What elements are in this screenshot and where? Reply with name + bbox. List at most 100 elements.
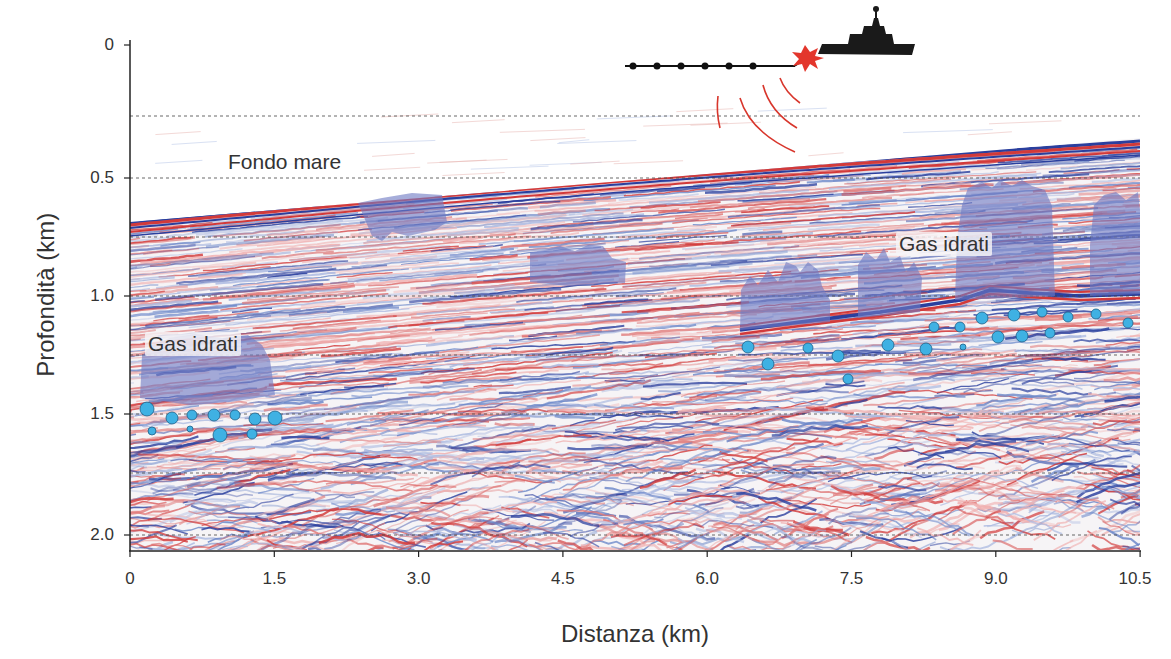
seismic-trace [904,420,1000,444]
seismic-trace [0,450,54,456]
seismic-trace [1141,311,1171,318]
seismic-trace [351,464,439,484]
seismic-trace [0,501,31,505]
seismic-trace [968,132,1012,135]
seismic-trace [317,434,381,445]
seismic-trace [372,153,415,156]
seismic-trace [502,457,598,472]
seismic-trace [691,122,761,125]
seismic-trace [49,319,129,326]
seismic-trace [660,433,716,439]
seismic-trace [901,441,997,457]
seismic-trace [0,448,25,454]
seismic-trace [0,411,33,420]
seismic-trace [202,528,250,532]
seismic-trace [495,480,543,483]
seismic-trace [663,451,751,474]
seismic-trace [0,383,44,395]
seismic-trace [41,550,153,572]
seismic-trace [780,361,852,370]
seismic-trace [195,573,235,578]
seismic-trace [0,325,25,332]
seismic-trace [602,356,698,367]
seismic-trace [357,140,435,143]
seismic-trace [10,480,74,483]
seismic-trace [37,487,125,504]
seismic-trace [414,347,478,353]
seismic-trace [768,388,832,390]
seismic-trace [1135,496,1171,505]
seismic-trace [1113,364,1171,390]
seismic-trace [974,365,1078,380]
seismic-reflectors [0,130,1171,656]
seismic-trace [0,288,21,300]
seismic-trace [878,406,942,409]
seismic-trace [288,411,368,421]
seismic-trace [783,476,863,495]
seismic-trace [964,371,1092,392]
seismic-trace [2,471,146,492]
seismic-trace [689,391,761,398]
seismic-trace [0,385,59,392]
seismic-trace [423,379,559,387]
seismic-trace [1095,400,1171,412]
seismic-trace [795,379,955,407]
seismic-trace [0,505,27,508]
seismic-trace [0,333,22,337]
seismic-trace [1022,426,1086,429]
seismic-trace [874,449,914,459]
seismic-trace [0,295,34,308]
seismic-trace [0,372,5,383]
seismic-trace [0,457,91,467]
seismic-trace [557,141,636,144]
seismic-trace [905,463,985,470]
seismic-trace [1093,421,1171,427]
seismic-trace [637,285,685,289]
seismic-trace [0,383,134,393]
seismic-trace [0,318,34,329]
seismic-trace [3,548,59,552]
seismic-trace [459,447,507,459]
seismic-trace [0,531,26,548]
seismic-trace [1139,377,1171,382]
seismic-trace [19,469,123,481]
seismic-trace [135,485,175,487]
seismic-trace [4,384,76,391]
seismic-trace [953,388,993,391]
seismic-trace [202,519,266,526]
seismic-trace [0,411,14,420]
seismic-trace [957,329,1125,340]
seismic-trace [37,544,93,557]
seismic-trace [1030,346,1110,348]
seismic-trace [0,541,79,561]
seismic-trace [0,472,124,479]
seismic-trace [0,553,48,567]
seismic-trace [0,313,31,319]
seismic-trace [362,457,418,460]
seismic-trace [209,557,249,566]
seismic-trace [979,342,1043,346]
seismic-trace [471,166,549,169]
seismic-trace [1098,316,1171,321]
seismic-trace [0,446,94,448]
seismic-trace [0,510,32,515]
seismic-trace [229,289,341,300]
seismic-trace [1079,188,1171,194]
seismic-trace [728,205,880,217]
seismic-trace [0,543,28,555]
seismic-trace [714,340,818,349]
seismic-trace [155,160,202,163]
seismic-trace [747,447,795,451]
seismic-trace [0,394,141,414]
seismic-trace [979,416,1043,431]
seismic-trace [0,376,8,382]
seismic-trace [807,180,855,183]
seismic-trace [0,349,36,353]
seismic-trace [19,420,91,432]
seismic-trace [499,497,579,509]
seismic-trace [357,305,501,317]
seismic-trace [452,120,505,123]
seismic-trace [1043,165,1171,176]
seismic-trace [150,541,254,576]
